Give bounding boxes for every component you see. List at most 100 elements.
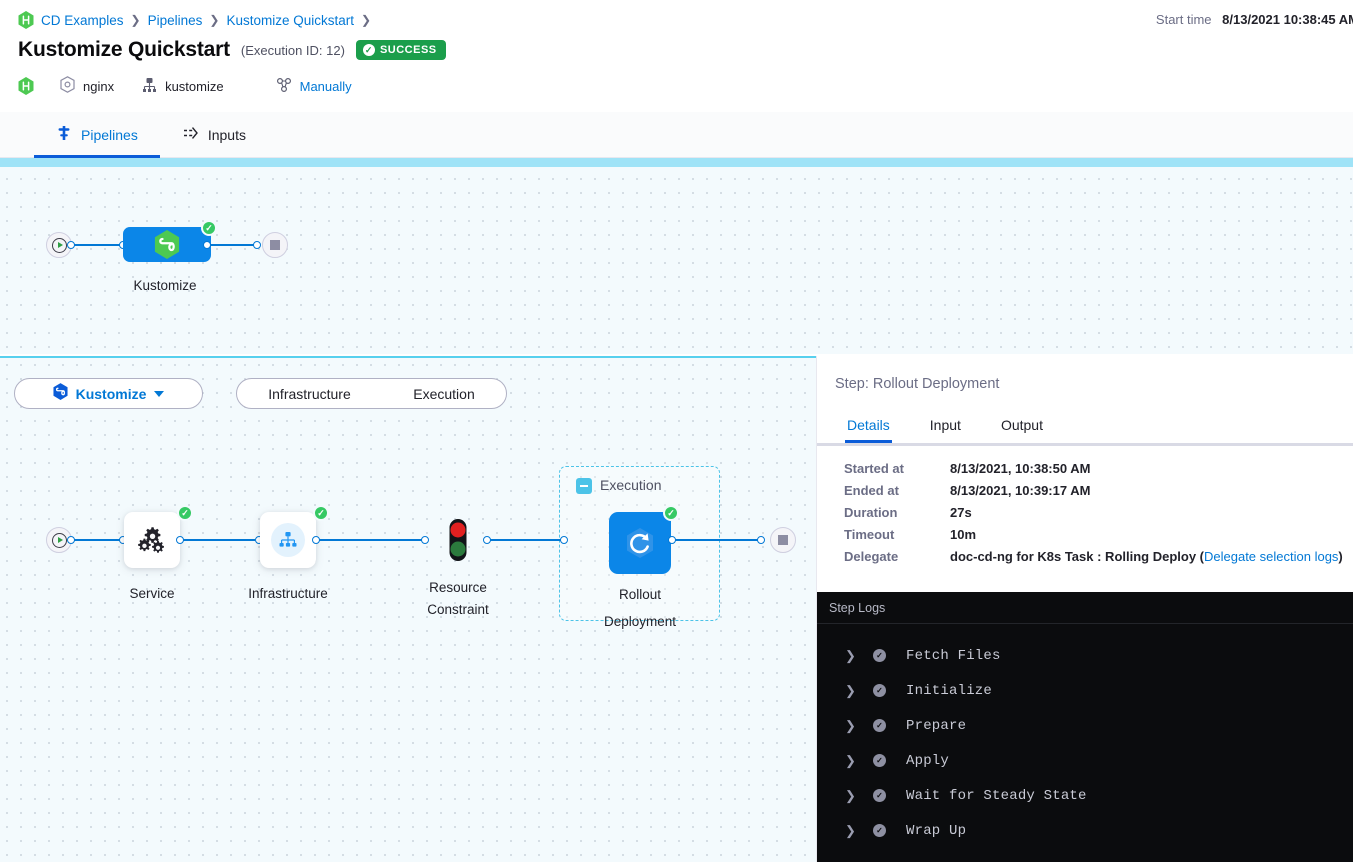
detail-value: 10m (950, 527, 976, 542)
meta-item-trigger[interactable]: Manually (276, 77, 352, 96)
stage-node-rollout-deployment[interactable] (609, 512, 671, 574)
stage-node-rollout-deployment-label: Rollout Deployment (580, 587, 700, 629)
chevron-right-icon[interactable]: ❯ (845, 788, 853, 804)
pipeline-icon (56, 125, 72, 144)
log-row[interactable]: ❯ ✓ Initialize (817, 673, 1353, 708)
status-check-icon: ✓ (313, 505, 329, 521)
tab-details[interactable]: Details (831, 417, 906, 443)
play-icon (52, 238, 67, 253)
harness-hex-icon (18, 11, 34, 29)
stage-graph-canvas[interactable]: Kustomize Infrastructure Execution Execu… (0, 356, 816, 862)
stage-node-infrastructure-label: Infrastructure (228, 586, 348, 601)
stage-selector-dropdown[interactable]: Kustomize (14, 378, 203, 409)
detail-row-started-at: Started at 8/13/2021, 10:38:50 AM (844, 461, 1343, 476)
trigger-icon (276, 77, 292, 96)
step-logs-title: Step Logs (829, 601, 885, 615)
log-entry-label[interactable]: Apply (906, 753, 949, 769)
breadcrumb-separator-icon: ❯ (209, 13, 219, 27)
detail-value: 8/13/2021, 10:39:17 AM (950, 483, 1090, 498)
pipeline-graph-canvas[interactable]: ✓ Kustomize (0, 158, 1353, 354)
chevron-down-icon[interactable] (154, 391, 164, 397)
log-row[interactable]: ❯ ✓ Fetch Files (817, 638, 1353, 673)
edge-dot (757, 536, 765, 544)
breadcrumb-item-cd-examples[interactable]: CD Examples (41, 13, 124, 28)
stage-node-infrastructure[interactable] (260, 512, 316, 568)
detail-row-ended-at: Ended at 8/13/2021, 10:39:17 AM (844, 483, 1343, 498)
stage-end-node[interactable] (770, 527, 796, 553)
service-hex-icon (60, 76, 75, 96)
status-check-icon: ✓ (663, 505, 679, 521)
stage-node-resource-constraint[interactable] (447, 518, 469, 567)
label-line-1: Resource (398, 580, 518, 595)
graph-edge (319, 539, 425, 541)
tab-pipelines-label[interactable]: Pipelines (81, 127, 138, 143)
breadcrumb-separator-icon: ❯ (361, 13, 371, 27)
step-logs-header: Step Logs (817, 592, 1353, 624)
graph-edge (183, 539, 255, 541)
status-check-icon: ✓ (873, 649, 886, 662)
chevron-right-icon[interactable]: ❯ (845, 823, 853, 839)
edge-dot (421, 536, 429, 544)
detail-key: Ended at (844, 483, 950, 498)
detail-key: Duration (844, 505, 950, 520)
status-check-icon: ✓ (201, 220, 217, 236)
delegate-text-suffix: ) (1338, 549, 1342, 564)
log-entry-label[interactable]: Wait for Steady State (906, 788, 1087, 804)
stage-node-label: Kustomize (105, 278, 225, 293)
detail-key: Timeout (844, 527, 950, 542)
graph-edge (675, 539, 761, 541)
delegate-selection-logs-link[interactable]: Delegate selection logs (1204, 549, 1338, 564)
log-entry-label[interactable]: Fetch Files (906, 648, 1001, 664)
status-check-icon: ✓ (177, 505, 193, 521)
meta-infrastructure-label: kustomize (165, 79, 224, 94)
main-tabs: Pipelines Inputs (0, 112, 1353, 158)
detail-value: 27s (950, 505, 972, 520)
step-details-panel: Step: Rollout Deployment Details Input O… (816, 356, 1353, 862)
breadcrumb-item-pipelines[interactable]: Pipelines (148, 13, 203, 28)
chevron-right-icon[interactable]: ❯ (845, 718, 853, 734)
traffic-light-icon (447, 518, 469, 562)
detail-value: 8/13/2021, 10:38:50 AM (950, 461, 1090, 476)
step-logs-list: ❯ ✓ Fetch Files ❯ ✓ Initialize ❯ ✓ Prepa… (817, 624, 1353, 848)
log-row[interactable]: ❯ ✓ Wait for Steady State (817, 778, 1353, 813)
collapse-minus-icon[interactable] (576, 478, 592, 494)
detail-row-delegate: Delegate doc-cd-ng for K8s Task : Rollin… (844, 549, 1343, 564)
stop-icon (270, 240, 280, 250)
execution-id: (Execution ID: 12) (241, 43, 345, 58)
breadcrumb-item-kustomize-quickstart[interactable]: Kustomize Quickstart (226, 13, 354, 28)
log-row[interactable]: ❯ ✓ Wrap Up (817, 813, 1353, 848)
infrastructure-icon (142, 77, 157, 96)
toggle-infrastructure[interactable]: Infrastructure (268, 386, 350, 402)
tab-inputs[interactable]: Inputs (160, 125, 268, 157)
execution-group-title: Execution (600, 477, 661, 493)
log-row[interactable]: ❯ ✓ Prepare (817, 708, 1353, 743)
page-title: Kustomize Quickstart (18, 38, 230, 62)
tab-pipelines[interactable]: Pipelines (34, 125, 160, 157)
detail-row-duration: Duration 27s (844, 505, 1343, 520)
play-icon (52, 533, 67, 548)
meta-item-service: nginx (60, 76, 114, 96)
kustomize-hex-icon (154, 230, 180, 259)
chevron-right-icon[interactable]: ❯ (845, 683, 853, 699)
detail-key: Delegate (844, 549, 950, 564)
log-entry-label[interactable]: Wrap Up (906, 823, 966, 839)
tab-input[interactable]: Input (914, 417, 977, 443)
section-toggle[interactable]: Infrastructure Execution (236, 378, 507, 409)
stage-node-kustomize[interactable] (123, 227, 211, 262)
hierarchy-icon (278, 531, 298, 550)
stage-node-resource-constraint-label: Resource Constraint (398, 580, 518, 617)
chevron-right-icon[interactable]: ❯ (845, 648, 853, 664)
toggle-execution[interactable]: Execution (413, 386, 474, 402)
log-row[interactable]: ❯ ✓ Apply (817, 743, 1353, 778)
tab-output[interactable]: Output (985, 417, 1059, 443)
tab-inputs-label[interactable]: Inputs (208, 127, 246, 143)
chevron-right-icon[interactable]: ❯ (845, 753, 853, 769)
delegate-text: doc-cd-ng for K8s Task : Rolling Deploy … (950, 549, 1204, 564)
pipeline-end-node[interactable] (262, 232, 288, 258)
log-entry-label[interactable]: Initialize (906, 683, 992, 699)
stage-selector-label[interactable]: Kustomize (76, 386, 147, 402)
meta-trigger-label[interactable]: Manually (300, 79, 352, 94)
log-entry-label[interactable]: Prepare (906, 718, 966, 734)
gears-icon (137, 526, 167, 554)
stage-node-service[interactable] (124, 512, 180, 568)
